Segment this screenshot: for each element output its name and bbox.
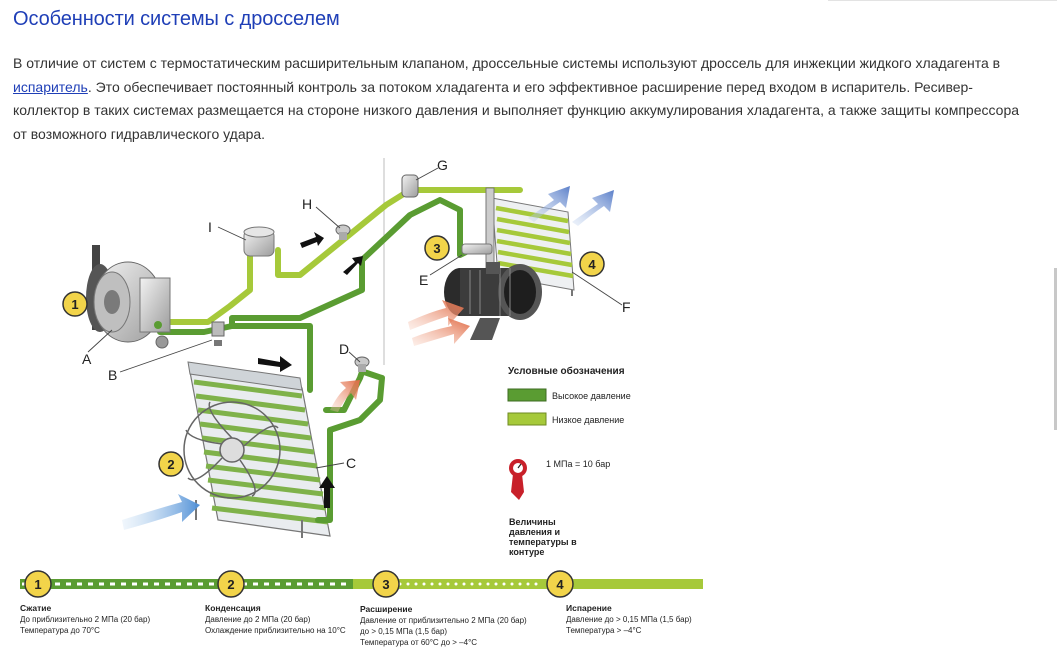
paragraph-text-start: В отличие от систем с термостатическим р… bbox=[13, 55, 1001, 71]
cold-air-arrow-2 bbox=[572, 190, 614, 226]
article-paragraph: В отличие от систем с термостатическим р… bbox=[13, 52, 1033, 146]
paragraph-text-end: . Это обеспечивает постоянный контроль з… bbox=[13, 78, 1020, 142]
hot-air-arrow-1 bbox=[408, 300, 464, 330]
stage2-title: Конденсация bbox=[205, 603, 261, 613]
legend-low-label: Низкое давление bbox=[552, 415, 624, 425]
accumulator bbox=[243, 226, 275, 257]
flow-direction-arrows bbox=[258, 232, 363, 508]
stage1-title: Сжатие bbox=[20, 603, 51, 613]
stage1-line1: До приблизительно 2 МПа (20 бар) bbox=[20, 615, 150, 624]
stage4-line2: Температура > –4°C bbox=[566, 626, 642, 635]
stage2-line1: Давление до 2 МПа (20 бар) bbox=[205, 615, 311, 624]
evaporator-link[interactable]: испаритель bbox=[13, 78, 88, 95]
legend-high-label: Высокое давление bbox=[552, 391, 631, 401]
label-b: B bbox=[108, 367, 117, 383]
stage2-line2: Охлаждение приблизительно на 10°C bbox=[205, 626, 346, 635]
badge-1: 1 bbox=[71, 297, 78, 312]
orifice-tube bbox=[461, 243, 493, 255]
legend-swatch-low bbox=[507, 412, 547, 426]
top-divider bbox=[828, 0, 1057, 1]
badge-4: 4 bbox=[588, 257, 596, 272]
legend-swatch-high bbox=[507, 388, 547, 402]
legend-values-line4: контуре bbox=[509, 547, 544, 557]
label-a: A bbox=[82, 351, 92, 367]
stage1-line2: Температура до 70°C bbox=[20, 626, 100, 635]
stage1-badge: 1 bbox=[34, 577, 41, 592]
leader-lines bbox=[87, 167, 623, 469]
diagram-stage-badges: 1 2 3 4 bbox=[62, 235, 605, 477]
component-letters: A B C D E F G H I bbox=[82, 157, 631, 471]
scrollbar-thumb[interactable] bbox=[1054, 268, 1057, 430]
cold-air-arrow-1 bbox=[528, 186, 570, 222]
label-f: F bbox=[622, 299, 631, 315]
badge-2: 2 bbox=[167, 457, 174, 472]
label-d: D bbox=[339, 341, 349, 357]
stage3-line3: Температура от 60°C до > –4°C bbox=[360, 638, 477, 647]
legend-title: Условные обозначения bbox=[508, 365, 625, 377]
label-e: E bbox=[419, 272, 428, 288]
hot-air-arrow-2 bbox=[412, 318, 470, 346]
process-timeline: 1 2 3 4 Сжатие До приблизительно 2 МПа (… bbox=[20, 570, 703, 647]
ac-system-diagram: A B C D E F G H I 1 2 3 4 Условные обозн… bbox=[20, 157, 703, 647]
legend: Условные обозначения Высокое давление Ни… bbox=[507, 365, 631, 557]
stage3-line1: Давление от приблизительно 2 МПа (20 бар… bbox=[360, 616, 527, 625]
legend-values-line3: температуры в bbox=[509, 537, 577, 547]
legend-values-line1: Величины bbox=[509, 517, 556, 527]
label-h: H bbox=[302, 196, 312, 212]
switch-g bbox=[401, 174, 419, 198]
condenser bbox=[183, 361, 331, 538]
pressure-switch-b bbox=[211, 321, 225, 346]
stage4-line1: Давление до > 0,15 МПа (1,5 бар) bbox=[566, 615, 692, 624]
label-g: G bbox=[437, 157, 448, 173]
hot-air-arrow-condenser bbox=[330, 380, 360, 412]
stage2-badge: 2 bbox=[227, 577, 234, 592]
compressor bbox=[86, 245, 171, 349]
legend-unit: 1 МПа = 10 бар bbox=[546, 459, 610, 469]
stage3-badge: 3 bbox=[382, 577, 389, 592]
stage4-title: Испарение bbox=[566, 603, 612, 613]
service-valve-d bbox=[354, 356, 370, 372]
label-c: C bbox=[346, 455, 356, 471]
page-title: Особенности системы с дросселем bbox=[13, 8, 340, 30]
legend-values-line2: давления и bbox=[509, 527, 560, 537]
cool-air-arrow bbox=[122, 494, 200, 530]
stage3-title: Расширение bbox=[360, 604, 413, 614]
label-i: I bbox=[208, 219, 212, 235]
badge-3: 3 bbox=[433, 241, 440, 256]
manometer-icon bbox=[509, 459, 527, 500]
stage4-badge: 4 bbox=[556, 577, 564, 592]
stage3-line2: до > 0,15 МПа (1,5 бар) bbox=[360, 627, 447, 636]
